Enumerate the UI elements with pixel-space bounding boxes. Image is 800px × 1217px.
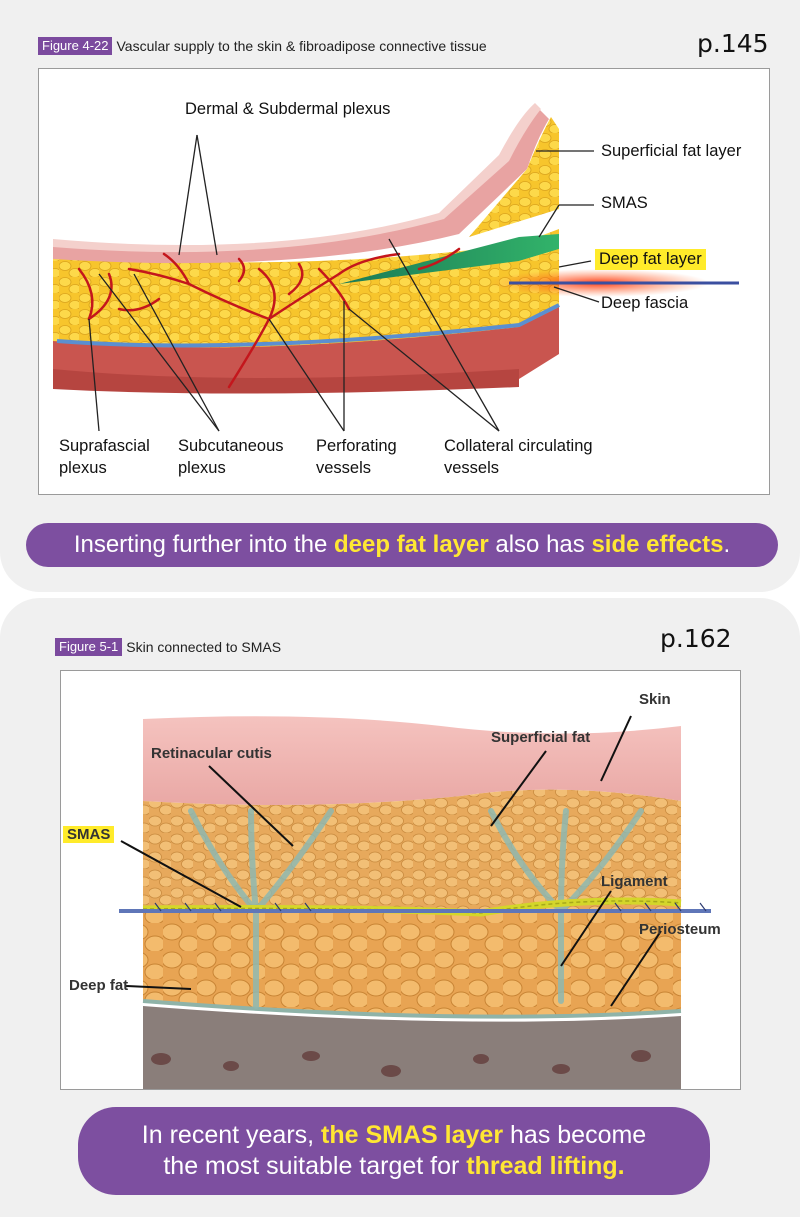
label-deep-fascia: Deep fascia <box>601 294 689 312</box>
banner-highlight: thread lifting. <box>466 1152 625 1180</box>
banner-line-2: the most suitable target for thread lift… <box>78 1151 710 1182</box>
label-collateral-2: vessels <box>444 459 500 477</box>
banner-text: the most suitable target for <box>163 1152 467 1180</box>
page-reference: p.162 <box>660 624 732 653</box>
label-suprafascial-2: plexus <box>59 459 107 477</box>
label-suprafascial-1: Suprafascial <box>59 437 150 455</box>
label-smas: SMAS <box>63 826 115 843</box>
smas-illustration: Skin Superficial fat Retinacular cutis S… <box>60 670 741 1090</box>
label-subcutaneous-1: Subcutaneous <box>178 437 284 455</box>
skin-layers-diagram <box>53 103 739 432</box>
label-skin: Skin <box>639 691 671 708</box>
label-retinacular-cutis: Retinacular cutis <box>151 745 272 762</box>
label-deep-fat: Deep fat <box>69 977 129 994</box>
label-periosteum: Periosteum <box>639 921 721 938</box>
figure-caption: Vascular supply to the skin & fibroadipo… <box>116 38 487 54</box>
figure-caption: Skin connected to SMAS <box>126 639 282 655</box>
label-dermal-plexus: Dermal & Subdermal plexus <box>185 100 391 118</box>
figure-header: Figure 4-22 Vascular supply to the skin … <box>38 37 487 55</box>
label-ligament: Ligament <box>601 873 668 890</box>
figure-panel-5-1: Figure 5-1 Skin connected to SMAS p.162 <box>0 598 800 1217</box>
banner-line-1: In recent years, the SMAS layer has beco… <box>78 1120 710 1151</box>
banner-highlight: side effects <box>591 531 724 558</box>
banner-text: has become <box>503 1121 647 1149</box>
label-superficial-fat: Superficial fat <box>491 729 591 746</box>
label-perforating-1: Perforating <box>316 437 397 455</box>
banner-text: In recent years, <box>141 1121 322 1149</box>
label-deep-fat-layer: Deep fat layer <box>595 249 706 270</box>
page-reference: p.145 <box>697 29 769 58</box>
label-subcutaneous-2: plexus <box>178 459 226 477</box>
smas-layers-diagram <box>119 715 711 1089</box>
caption-banner: In recent years, the SMAS layer has beco… <box>78 1107 710 1195</box>
figure-header: Figure 5-1 Skin connected to SMAS <box>55 638 281 656</box>
banner-text: Inserting further into the <box>73 531 334 558</box>
label-superficial-fat-layer: Superficial fat layer <box>601 142 742 160</box>
figure-tag: Figure 4-22 <box>38 37 113 55</box>
banner-text: also has <box>488 531 592 558</box>
label-perforating-2: vessels <box>316 459 372 477</box>
label-smas: SMAS <box>601 194 648 212</box>
figure-panel-4-22: Figure 4-22 Vascular supply to the skin … <box>0 0 800 592</box>
label-collateral-1: Collateral circulating <box>444 437 593 455</box>
banner-highlight: the SMAS layer <box>321 1121 504 1149</box>
caption-banner: Inserting further into the deep fat laye… <box>26 523 778 567</box>
banner-text: . <box>723 531 731 558</box>
vascular-illustration: Dermal & Subdermal plexus Superficial fa… <box>38 68 770 495</box>
banner-highlight: deep fat layer <box>333 531 489 558</box>
figure-tag: Figure 5-1 <box>55 638 123 656</box>
